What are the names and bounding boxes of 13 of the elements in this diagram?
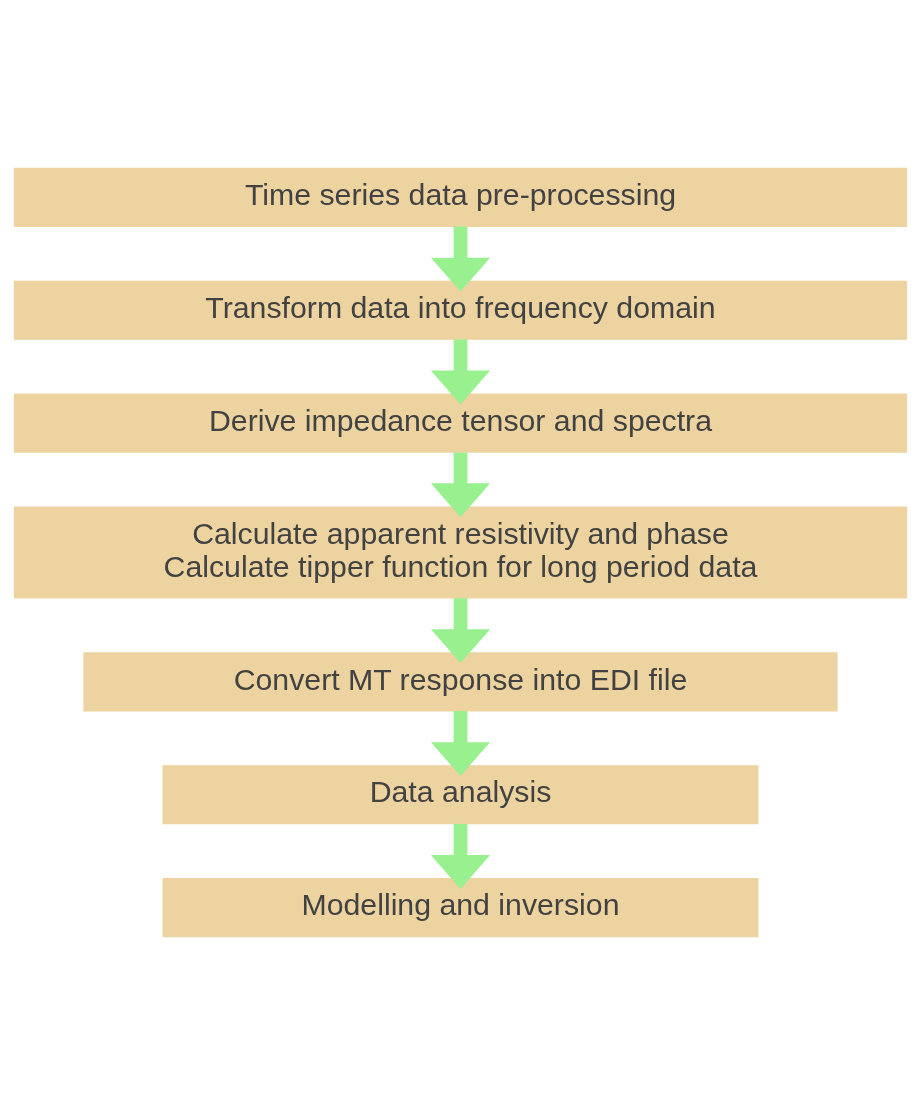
node-box: Transform data into frequency domain: [13, 280, 907, 340]
arrow: [430, 226, 490, 292]
arrow: [430, 338, 490, 404]
arrow: [430, 823, 490, 889]
node-box: Data analysis: [162, 764, 758, 824]
node-box: Modelling and inversion: [162, 877, 758, 937]
node-box: Derive impedance tensor and spectra: [13, 393, 907, 453]
node-box: Convert MT response into EDI file: [82, 651, 838, 711]
arrow: [430, 710, 490, 776]
node-box: Time series data pre-processing: [13, 167, 907, 227]
node-box: Calculate apparent resistivity and phase Calculate tipper function for long period data: [13, 505, 907, 599]
arrow: [430, 452, 490, 517]
arrow: [430, 597, 490, 663]
